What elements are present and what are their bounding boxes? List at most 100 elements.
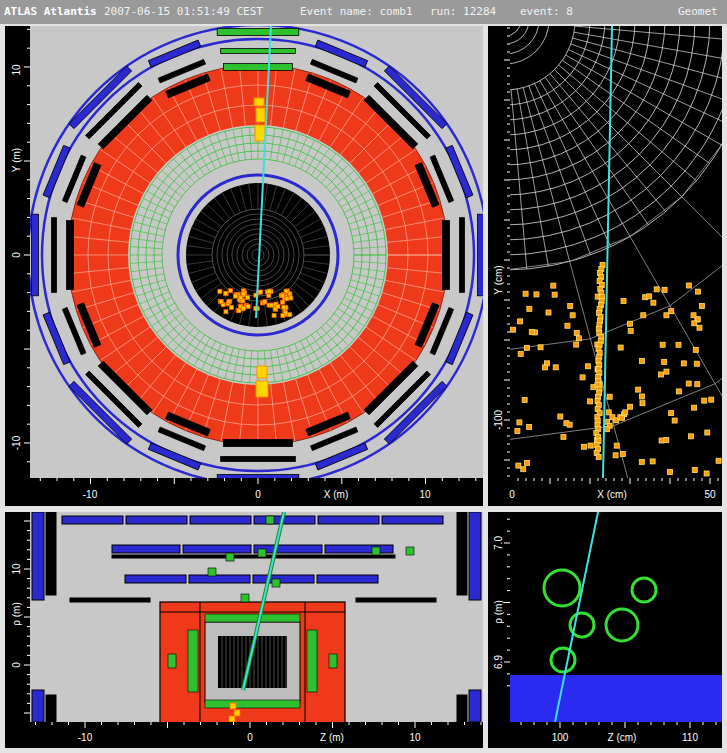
lar-calorimeter [168,654,176,668]
tracker-hit [662,359,667,364]
endcap-chamber [457,512,467,595]
tracker-hit [619,415,624,420]
muon-chamber [217,475,299,479]
tracker-hit [636,387,641,392]
tick-label: 10 [11,64,22,75]
tracker-hit [551,283,556,288]
muon-chamber [382,516,443,524]
tracker-hit [695,289,700,294]
axis-title: Y (m) [11,148,22,172]
tracker-hit [239,296,243,300]
calo-cell-hit [255,125,265,141]
muon-chamber [374,371,430,427]
tracker-hit [568,303,573,308]
lar-calorimeter [329,654,337,668]
tracker-hit [228,299,232,303]
tracker-hit [693,347,698,352]
muon-chamber [317,575,378,583]
tile-edge [68,65,448,445]
endcap-chamber [457,695,467,722]
tracker-hit [289,296,293,300]
tracker-hit [282,305,286,309]
tracker-hit [233,294,237,298]
tracker-hit [246,305,250,309]
muon-chamber [478,214,484,296]
trt-lines [186,183,330,327]
tracker-hit [588,443,593,448]
tracker-hit [697,325,702,330]
tracker-hit [242,306,246,310]
tracker-hit [522,397,527,402]
tracker-hit [639,358,644,363]
tracker-hit [620,451,625,456]
tracker-hit [607,394,612,399]
tracker-hit [218,289,222,293]
tick-label: 0 [255,489,261,500]
muon-chamber [69,66,132,129]
lar-ring [162,159,354,351]
tracker-hit [676,389,681,394]
muon-chamber [446,312,473,364]
tracker-hit [574,342,579,347]
drift-tube-hit [544,570,580,606]
tracker-hit [576,336,581,341]
cell-polygon [510,26,722,478]
tracker-hit [529,329,534,334]
tracker-hit [570,313,575,318]
muon-hit [208,568,216,576]
tick-label: 0 [11,252,22,258]
tracker-hit [281,294,285,298]
muon-chamber [86,83,142,139]
tracker-hit [699,304,704,309]
tracker-hit [705,430,710,435]
axis-strip [488,722,722,748]
rz-view [32,512,481,722]
cell-radials [510,26,722,270]
pixel-sct-layer [252,249,264,261]
tracker-hit [517,420,522,425]
tracker-hit [558,414,563,419]
tracker-hit [518,351,523,356]
muon-chamber [384,66,447,129]
pixel-layer [510,26,521,36]
pixel-layer [510,26,529,44]
tracker-hit [288,313,292,317]
calo-cell-hit [234,710,240,716]
inner-region [205,622,300,702]
tracker-hit [281,300,285,304]
tracker-hit [546,310,551,315]
tracker-hit [229,289,233,293]
tracker-hit [686,283,691,288]
tracker-hit [524,345,529,350]
tracker-hit [664,369,669,374]
muon-chamber-hit [224,64,293,71]
xy-view [30,26,483,478]
muon-chamber [430,308,453,355]
muon-chamber [356,598,436,602]
axis-title: ρ (m) [493,600,504,623]
tracker-hit [692,405,697,410]
muon-chamber [148,40,200,67]
tracker-hit [640,401,645,406]
muon-chamber [384,381,447,444]
tracker-hit [267,289,271,293]
cell-polygon [510,26,722,270]
muon-chamber [62,308,85,355]
muon-hit [258,549,266,557]
axis-strip [488,478,722,506]
tick-label: 7.0 [493,536,504,550]
axis-strip [488,26,510,478]
tracker-hit [689,434,694,439]
muon-chamber [52,218,57,293]
tracker-hit [686,381,691,386]
tracker-hit [669,309,674,314]
tracker-hit [668,470,673,475]
drift-tube-hit [632,578,656,602]
calo-cell-hit [230,703,236,709]
muon-hit [226,553,234,561]
muon-hit [406,547,414,555]
lar-calorimeter [205,700,300,708]
calo-cell-hit [229,716,235,722]
muon-chamber [311,59,358,82]
pixel-layer [510,26,539,54]
